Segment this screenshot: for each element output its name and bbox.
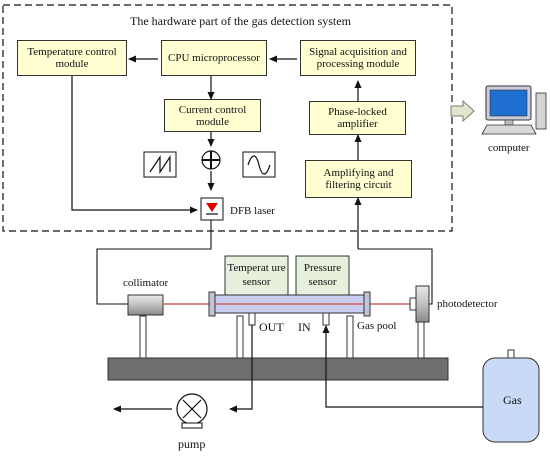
out-label: OUT: [259, 320, 284, 334]
arrow-temp-to-laser: [71, 76, 198, 214]
pipe-out-to-pump: [229, 325, 253, 413]
signal-acquisition-module: Signal acquisition and processing module: [300, 40, 416, 76]
current-control-module: Current control module: [164, 99, 261, 132]
output-arrow: [450, 99, 475, 123]
hardware-title: The hardware part of the gas detection s…: [130, 14, 351, 28]
phase-locked-amplifier: Phase-locked amplifier: [309, 101, 406, 135]
signal-arrows: [71, 55, 362, 249]
sum-junction-icon: [201, 150, 221, 170]
in-label: IN: [298, 320, 311, 334]
out-port: [248, 312, 256, 326]
collimator-icon: [127, 294, 164, 316]
pressure-sensor-box: [295, 255, 350, 296]
gas-label: Gas: [503, 393, 522, 407]
photodetector-label: photodetector: [437, 298, 498, 310]
temperature-sensor-label: Temperat ure sensor: [227, 262, 286, 288]
temperature-sensor-box: [224, 255, 289, 296]
amplifying-filtering-circuit: Amplifying and filtering circuit: [305, 160, 412, 198]
computer-label: computer: [488, 142, 530, 154]
support-posts: [139, 315, 425, 359]
temperature-control-module: Temperature control module: [17, 40, 127, 76]
pump-label: pump: [178, 437, 206, 451]
hardware-boundary: [2, 4, 453, 232]
optical-bench: [107, 357, 449, 381]
gas-cylinder-icon: [482, 349, 540, 443]
dfb-laser-label: DFB laser: [230, 205, 275, 217]
cpu-microprocessor: CPU microprocessor: [161, 40, 267, 76]
photodetector-icon: [409, 285, 430, 323]
fiber-laser-to-collimator: [96, 220, 212, 305]
pump-icon: [176, 393, 208, 429]
computer-icon: [481, 85, 547, 135]
collimator-label: collimator: [123, 277, 169, 289]
gas-pool-label: Gas pool: [357, 320, 397, 332]
in-port: [322, 312, 330, 326]
gas-pool-cell: [208, 291, 371, 317]
pressure-sensor-label: Pressure sensor: [303, 262, 342, 288]
dfb-laser-icon: [200, 197, 224, 221]
